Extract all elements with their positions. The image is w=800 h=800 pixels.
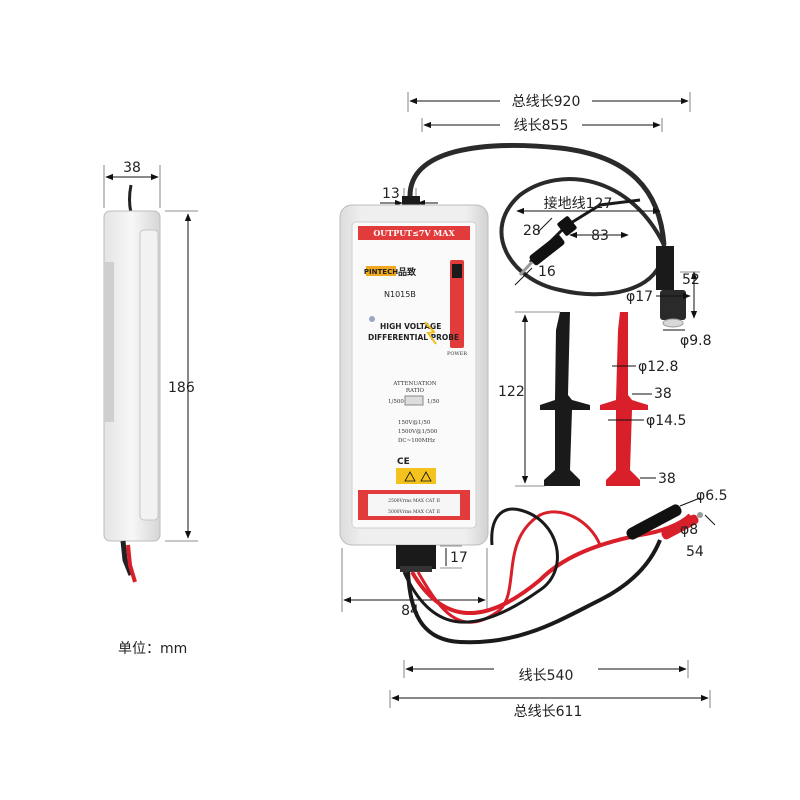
probe-title-2: DIFFERENTIAL PROBE	[368, 333, 459, 342]
dim-ground-16: 16	[538, 264, 556, 280]
dim-ground-lead: 接地线127	[544, 195, 613, 212]
dim-ground-28: 28	[523, 223, 541, 239]
dim-cable-top: 线长855	[514, 118, 569, 134]
dim-hook-38b: 38	[658, 471, 676, 487]
ratio-left: 1/500	[388, 399, 404, 405]
bottom-cables	[402, 504, 703, 645]
top-cable	[407, 143, 667, 297]
dim-bnc-phi98: φ9.8	[680, 333, 712, 349]
rating-2: 5000Vrms MAX CAT II	[388, 509, 440, 515]
ground-dimensions: 接地线127 28 83 16	[514, 195, 661, 286]
ce-mark: CE	[397, 457, 410, 467]
side-view: 38 186	[103, 160, 198, 583]
dim-hook-phi145: φ14.5	[646, 413, 686, 429]
bnc-connector: 52 φ17 φ9.8	[626, 246, 712, 349]
output-banner: OUTPUT≤7V MAX	[373, 228, 455, 238]
ratio-label: RATIO	[406, 388, 425, 394]
spec-1: 150V@1/50	[398, 419, 431, 426]
dim-ground-83: 83	[591, 228, 609, 244]
dim-side-height: 186	[168, 380, 195, 396]
dim-neck-17: 17	[450, 550, 468, 566]
dim-hook-122: 122	[498, 384, 525, 400]
attenuation-label: ATTENUATION	[392, 381, 436, 387]
hook-clip-black	[540, 312, 590, 486]
top-dimensions: 总线长920 线长855	[407, 92, 691, 134]
brand-logo: PINTECH	[364, 268, 398, 276]
model-number: N1015B	[384, 290, 416, 299]
bottom-dimensions: 线长540 总线长611	[389, 660, 711, 720]
hook-dimensions: 122 φ12.8 38 φ14.5 38	[498, 311, 686, 487]
dim-side-width: 38	[123, 160, 141, 176]
ground-lead	[518, 198, 641, 277]
dim-banana-phi65: φ6.5	[696, 488, 728, 504]
neck-dim-17: 17	[440, 545, 468, 569]
ratio-right: 1/50	[427, 399, 440, 405]
spec-2: 1500V@1/500	[398, 428, 438, 435]
hook-clip-red	[600, 312, 648, 486]
dim-cable-bottom: 线长540	[519, 668, 574, 684]
dim-banana-phi8: φ8	[680, 522, 698, 538]
spec-3: DC~100MHz	[398, 438, 435, 444]
brand-cn: 品致	[398, 266, 417, 278]
unit-label: 单位：mm	[118, 641, 188, 657]
dim-banana-54: 54	[686, 544, 704, 560]
dim-bnc-phi17: φ17	[626, 289, 653, 305]
dim-bnc-52: 52	[682, 272, 700, 288]
dim-total-cable-top: 总线长920	[512, 94, 581, 110]
probe-title-1: HIGH VOLTAGE	[380, 322, 441, 331]
power-label: POWER	[447, 351, 467, 357]
dim-total-cable-bottom: 总线长611	[514, 704, 583, 720]
dim-hook-phi128: φ12.8	[638, 359, 678, 375]
dim-hook-38a: 38	[654, 386, 672, 402]
dim-neck-13: 13	[382, 186, 400, 202]
rating-1: 2500Vrms MAX CAT II	[388, 498, 440, 504]
probe-body: OUTPUT≤7V MAX PINTECH 品致 N1015B POWER HI…	[339, 204, 489, 572]
banana-dimensions: φ6.5 φ8 54	[679, 488, 728, 560]
